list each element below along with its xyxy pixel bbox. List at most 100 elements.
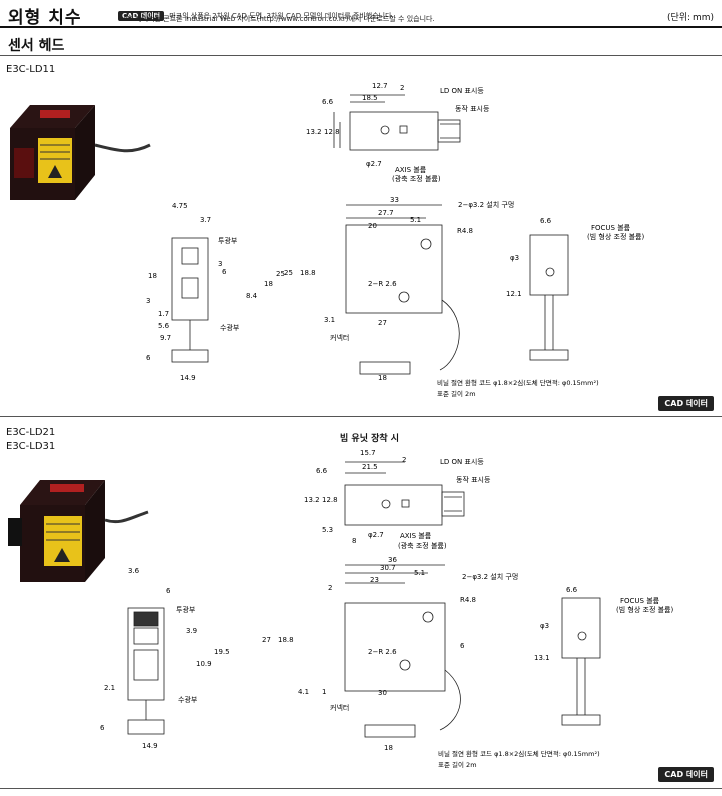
svg-text:13.1: 13.1 — [534, 654, 550, 662]
svg-text:18.8: 18.8 — [300, 269, 316, 277]
svg-text:21.5: 21.5 — [362, 463, 378, 471]
svg-text:3: 3 — [218, 260, 222, 268]
p1-ld-on: LD ON 표시등 — [440, 87, 484, 95]
p2-receiver: 수광부 — [178, 696, 198, 704]
model-e3c-ld31: E3C-LD31 — [6, 441, 56, 452]
svg-text:3.7: 3.7 — [200, 216, 211, 224]
svg-text:36: 36 — [388, 556, 397, 564]
product2-drawing: 15.7 21.5 2 6.6 13.2 12.8 5.3 8 φ2.7 LD … — [8, 449, 673, 769]
p1-r48: R4.8 — [457, 227, 473, 235]
page-title: 외형 치수 — [8, 8, 82, 28]
p2-r48: R4.8 — [460, 596, 476, 604]
svg-text:27.7: 27.7 — [378, 209, 394, 217]
svg-text:6.6: 6.6 — [322, 98, 334, 106]
svg-text:6: 6 — [166, 587, 171, 595]
svg-text:6: 6 — [222, 268, 227, 276]
svg-text:φ3: φ3 — [540, 622, 549, 630]
svg-text:15.7: 15.7 — [360, 449, 376, 457]
svg-text:5.6: 5.6 — [158, 322, 170, 330]
p1-cable: 비닐 절연 환형 코드 φ1.8×2심(도체 단면적: φ0.15mm²) — [437, 378, 599, 387]
product1-drawing: 12.7 18.5 2 6.6 13.2 12.8 φ2.7 LD ON 표시등… — [10, 82, 644, 398]
svg-text:14.9: 14.9 — [180, 374, 196, 382]
svg-text:19.5: 19.5 — [214, 648, 230, 656]
p2-focus: FOCUS 볼륨 — [620, 596, 660, 605]
svg-text:1: 1 — [322, 688, 326, 696]
p1-cable-len: 표준 길이 2m — [437, 389, 476, 398]
svg-text:27: 27 — [378, 319, 387, 327]
svg-text:33: 33 — [390, 196, 399, 204]
svg-text:13.2: 13.2 — [306, 128, 322, 136]
svg-text:5.3: 5.3 — [322, 526, 333, 534]
p2-axis-sub: (광축 조정 볼륨) — [398, 541, 447, 550]
svg-text:φ2.7: φ2.7 — [368, 531, 384, 539]
svg-text:18.5: 18.5 — [362, 94, 378, 102]
svg-text:8.4: 8.4 — [246, 292, 258, 300]
svg-text:12.8: 12.8 — [324, 128, 340, 136]
divider-1 — [0, 416, 722, 417]
svg-text:25: 25 — [284, 269, 293, 277]
section-rule — [0, 55, 722, 56]
p2-ld-on: LD ON 표시등 — [440, 458, 484, 466]
svg-text:6.6: 6.6 — [540, 217, 552, 225]
svg-text:6: 6 — [146, 354, 151, 362]
svg-text:30: 30 — [378, 689, 387, 697]
svg-text:18.8: 18.8 — [278, 636, 294, 644]
svg-text:20: 20 — [368, 222, 377, 230]
cad-badge: CAD 데이터 — [118, 11, 165, 21]
svg-text:2: 2 — [328, 584, 332, 592]
svg-text:2: 2 — [400, 84, 404, 92]
svg-text:3.1: 3.1 — [324, 316, 335, 324]
p2-subtitle: 빔 유닛 장착 시 — [340, 434, 400, 444]
section-title: 센서 헤드 — [8, 38, 65, 54]
p1-focus-sub: (빔 형상 조정 볼륨) — [587, 232, 644, 241]
svg-text:φ3: φ3 — [510, 254, 519, 262]
svg-text:30.7: 30.7 — [380, 564, 396, 572]
svg-text:9.7: 9.7 — [160, 334, 171, 342]
svg-text:18: 18 — [148, 272, 157, 280]
svg-text:18: 18 — [384, 744, 393, 752]
divider-2 — [0, 788, 722, 789]
note-line1: 마크의 상품은 2차원 CAD 도면, 3차원 CAD 모델의 데이터를 준비했… — [169, 12, 394, 20]
p1-r26: 2−R 2.6 — [368, 280, 397, 288]
svg-text:1.7: 1.7 — [158, 310, 169, 318]
product1-photo — [10, 105, 151, 200]
p2-mount: 2−φ3.2 설치 구멍 — [462, 572, 518, 581]
svg-text:18: 18 — [378, 374, 387, 382]
svg-text:4.1: 4.1 — [298, 688, 309, 696]
svg-text:2.1: 2.1 — [104, 684, 115, 692]
svg-text:2: 2 — [402, 456, 406, 464]
svg-text:12.8: 12.8 — [322, 496, 338, 504]
p2-cad-data-button[interactable]: CAD 데이터 — [658, 767, 714, 782]
svg-text:3.6: 3.6 — [128, 567, 140, 575]
svg-text:5.1: 5.1 — [410, 216, 421, 224]
p1-axis: AXIS 볼륨 — [395, 165, 427, 174]
svg-text:4.75: 4.75 — [172, 202, 188, 210]
unit-label: (단위: mm) — [666, 13, 714, 23]
svg-text:8: 8 — [352, 537, 356, 545]
svg-text:25: 25 — [276, 270, 285, 278]
model-e3c-ld11: E3C-LD11 — [6, 64, 56, 75]
p2-connector: 커넥터 — [330, 703, 349, 712]
svg-text:6: 6 — [100, 724, 105, 732]
p1-axis-sub: (광축 조정 볼륨) — [392, 174, 441, 183]
p1-mount: 2−φ3.2 설치 구멍 — [458, 200, 514, 209]
p1-cad-data-button[interactable]: CAD 데이터 — [658, 396, 714, 411]
header-rule — [0, 26, 722, 28]
header-note: CAD 데이터 마크의 상품은 2차원 CAD 도면, 3차원 CAD 모델의 … — [118, 3, 394, 22]
p1-focus: FOCUS 볼륨 — [591, 223, 631, 232]
p2-axis: AXIS 볼륨 — [400, 531, 432, 540]
p2-cable: 비닐 절연 환형 코드 φ1.8×2심(도체 단면적: φ0.15mm²) — [438, 749, 600, 758]
product2-photo — [8, 480, 149, 582]
svg-text:27: 27 — [262, 636, 271, 644]
svg-text:14.9: 14.9 — [142, 742, 158, 750]
svg-text:18: 18 — [264, 280, 273, 288]
svg-text:12.1: 12.1 — [506, 290, 522, 298]
svg-text:6.6: 6.6 — [316, 467, 328, 475]
svg-text:6.6: 6.6 — [566, 586, 578, 594]
p2-focus-sub: (빔 형상 조정 볼륨) — [616, 605, 673, 614]
svg-text:5.1: 5.1 — [414, 569, 425, 577]
p1-connector: 커넥터 — [330, 333, 349, 342]
svg-text:3.9: 3.9 — [186, 627, 197, 635]
svg-text:23: 23 — [370, 576, 379, 584]
svg-text:3: 3 — [146, 297, 150, 305]
